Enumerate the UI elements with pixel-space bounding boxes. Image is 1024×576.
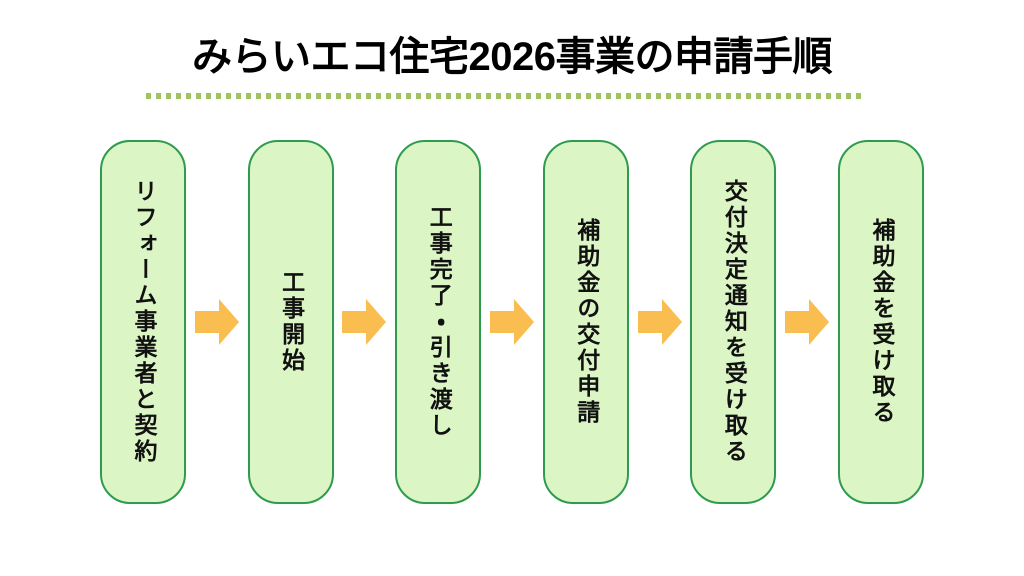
flow-step-5[interactable]: 交付決定通知を受け取る	[690, 140, 777, 504]
flow-step-5-label: 交付決定通知を受け取る	[720, 179, 747, 465]
flow-step-4[interactable]: 補助金の交付申請	[542, 140, 629, 504]
flow-step-3-label: 工事完了・引き渡し	[425, 205, 452, 439]
arrow-right-icon	[785, 299, 830, 345]
arrow-right-icon	[489, 299, 534, 345]
flow-step-6[interactable]: 補助金を受け取る	[837, 140, 924, 504]
arrow-right-icon	[194, 299, 239, 345]
flow-step-2-label: 工事開始	[277, 270, 304, 374]
process-flow: リフォーム事業者と契約 工事開始 工事完了・引き渡し 補助金の交	[100, 140, 924, 504]
flow-step-2[interactable]: 工事開始	[247, 140, 334, 504]
flow-step-3[interactable]: 工事完了・引き渡し	[395, 140, 482, 504]
flow-connector-4	[636, 296, 684, 348]
flow-connector-2	[340, 296, 388, 348]
flow-connector-3	[488, 296, 536, 348]
arrow-right-icon	[637, 299, 682, 345]
flow-connector-1	[193, 296, 241, 348]
arrow-right-icon	[342, 299, 387, 345]
title-divider	[146, 93, 862, 99]
page-title: みらいエコ住宅2026事業の申請手順	[192, 35, 832, 79]
flow-step-4-label: 補助金の交付申請	[572, 218, 599, 426]
flow-step-1-label: リフォーム事業者と契約	[130, 179, 156, 465]
flow-step-1[interactable]: リフォーム事業者と契約	[100, 140, 186, 504]
flow-connector-5	[783, 296, 831, 348]
flow-step-6-label: 補助金を受け取る	[867, 218, 894, 426]
